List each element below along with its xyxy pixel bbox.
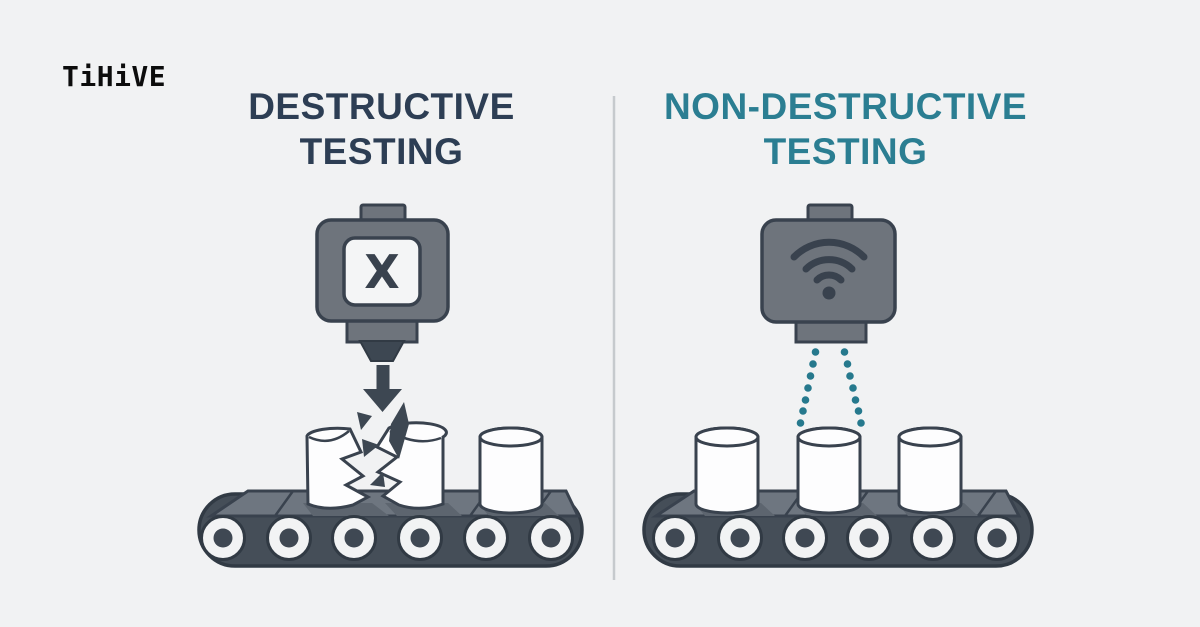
machine-nozzle — [358, 340, 406, 362]
destructive-scene: X — [197, 203, 584, 568]
xray-press-machine: X — [315, 203, 450, 362]
broken-cylinder-right-half — [374, 421, 448, 510]
scanner-body — [760, 218, 897, 324]
destructive-title-line2: TESTING — [299, 131, 464, 172]
scan-beam-dots — [796, 348, 865, 427]
non-destructive-title-line2: TESTING — [763, 131, 928, 172]
right-intact-cylinders — [694, 426, 963, 515]
left-belt-rollers — [200, 515, 574, 561]
crack-shards — [357, 402, 409, 487]
wifi-icon — [790, 238, 868, 300]
right-cylinder-1 — [694, 426, 760, 515]
broken-cylinder-left-rim — [308, 430, 350, 443]
tihive-logo: TiHiVE — [62, 60, 167, 93]
right-cylinder-2 — [796, 426, 862, 515]
left-intact-cylinder — [478, 426, 544, 515]
non-destructive-testing-title: NON-DESTRUCTIVE TESTING — [610, 84, 1081, 174]
right-belt-rollers — [652, 515, 1020, 561]
scanner-lower-block — [794, 319, 868, 344]
non-destructive-scene — [642, 203, 1034, 568]
wifi-scanner-machine — [760, 203, 897, 344]
broken-cylinder-left-half — [305, 426, 372, 510]
machine-screen — [342, 236, 422, 307]
down-arrow-icon — [363, 365, 402, 412]
right-cylinder-3 — [897, 426, 963, 515]
non-destructive-title-line1: NON-DESTRUCTIVE — [663, 86, 1028, 127]
broken-cylinder — [305, 402, 448, 510]
machine-lower-block — [345, 319, 419, 344]
destructive-title-line1: DESTRUCTIVE — [248, 86, 515, 127]
destructive-testing-title: DESTRUCTIVE TESTING — [146, 84, 617, 174]
x-label: X — [364, 245, 399, 299]
